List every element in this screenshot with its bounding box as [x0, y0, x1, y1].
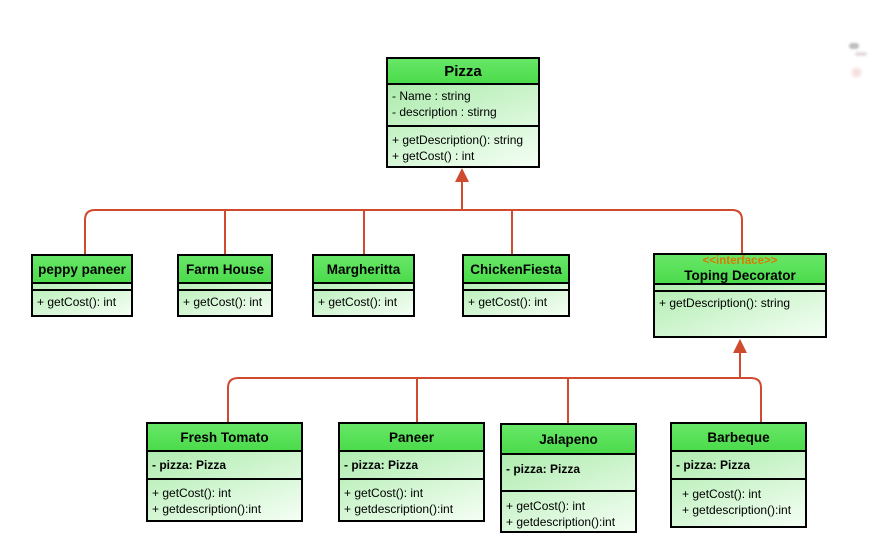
- class-box-jalapeno[interactable]: Jalapeno - pizza: Pizza + getCost(): int…: [500, 423, 637, 533]
- class-box-peppy-paneer[interactable]: peppy paneer + getCost(): int: [31, 254, 133, 317]
- class-header: <<interface>> Toping Decorator: [655, 255, 825, 285]
- class-name: ChickenFiesta: [470, 261, 562, 277]
- class-header: ChickenFiesta: [464, 256, 568, 284]
- connector-to-pizza: [84, 168, 743, 254]
- arrowhead-pizza: [455, 168, 469, 182]
- class-box-chickenfiesta[interactable]: ChickenFiesta + getCost(): int: [462, 254, 570, 317]
- class-name: Farm House: [185, 261, 265, 277]
- class-attributes: - pizza: Pizza: [672, 452, 805, 480]
- method: + getdescription():int: [152, 502, 262, 516]
- class-box-pizza[interactable]: Pizza - Name : string - description : st…: [386, 57, 540, 168]
- class-methods: + getCost(): int + getdescription():int: [340, 480, 483, 520]
- class-attributes: [33, 284, 131, 291]
- class-attributes: [655, 285, 825, 292]
- class-attributes: - pizza: Pizza: [340, 452, 483, 480]
- stereotype-label: <<interface>>: [702, 255, 778, 267]
- class-name: Margheritta: [326, 261, 401, 277]
- class-methods: + getCost(): int: [464, 291, 568, 315]
- method: + getCost(): int: [183, 295, 263, 309]
- class-name: Toping Decorator: [684, 268, 796, 283]
- class-box-paneer[interactable]: Paneer - pizza: Pizza + getCost(): int +…: [338, 422, 485, 522]
- class-header: Pizza: [388, 59, 538, 85]
- class-methods: + getDescription(): string + getCost() :…: [388, 127, 538, 166]
- class-box-farm-house[interactable]: Farm House + getCost(): int: [177, 254, 273, 317]
- class-name: Jalapeno: [539, 431, 598, 447]
- class-attributes: [179, 284, 271, 291]
- class-header: Margheritta: [314, 256, 413, 284]
- method: + getDescription(): string: [392, 133, 524, 147]
- attribute: - pizza: Pizza: [506, 462, 581, 476]
- connector-to-toping-decorator: [227, 339, 762, 423]
- method: + getCost(): int: [506, 499, 586, 513]
- class-methods: + getCost(): int: [179, 291, 271, 315]
- attribute: - pizza: Pizza: [676, 458, 751, 472]
- class-box-margheritta[interactable]: Margheritta + getCost(): int: [312, 254, 415, 317]
- attribute: - pizza: Pizza: [152, 458, 227, 472]
- attribute: - Name : string: [392, 89, 471, 103]
- class-methods: + getCost(): int + getdescription():int: [672, 480, 805, 526]
- method: + getCost(): int: [37, 295, 117, 309]
- class-attributes: - pizza: Pizza: [148, 452, 301, 480]
- class-attributes: - pizza: Pizza: [502, 455, 635, 492]
- class-name: peppy paneer: [38, 261, 126, 277]
- class-header: Barbeque: [672, 424, 805, 452]
- arrowhead-toping-decorator: [733, 339, 747, 353]
- class-methods: + getDescription(): string: [655, 292, 825, 336]
- class-name: Barbeque: [707, 429, 770, 445]
- attribute: - description : stirng: [392, 105, 497, 119]
- method: + getDescription(): string: [659, 296, 791, 310]
- class-name: Fresh Tomato: [180, 429, 269, 445]
- class-methods: + getCost(): int + getdescription():int: [502, 492, 635, 531]
- class-attributes: [314, 284, 413, 291]
- class-header: Fresh Tomato: [148, 424, 301, 452]
- attribute: - pizza: Pizza: [344, 458, 419, 472]
- method: + getdescription():int: [682, 503, 792, 517]
- class-header: Paneer: [340, 424, 483, 452]
- method: + getCost(): int: [318, 295, 398, 309]
- class-name: Paneer: [388, 429, 435, 445]
- class-attributes: - Name : string - description : stirng: [388, 85, 538, 127]
- method: + getCost(): int: [344, 486, 424, 500]
- class-box-barbeque[interactable]: Barbeque - pizza: Pizza + getCost(): int…: [670, 422, 807, 528]
- method: + getCost() : int: [392, 149, 475, 163]
- class-header: Farm House: [179, 256, 271, 284]
- class-header: Jalapeno: [502, 425, 635, 455]
- method: + getCost(): int: [152, 486, 232, 500]
- class-methods: + getCost(): int: [33, 291, 131, 315]
- class-methods: + getCost(): int + getdescription():int: [148, 480, 301, 520]
- class-methods: + getCost(): int: [314, 291, 413, 315]
- method: + getCost(): int: [468, 295, 548, 309]
- class-box-toping-decorator[interactable]: <<interface>> Toping Decorator + getDesc…: [653, 253, 827, 338]
- method: + getCost(): int: [682, 487, 762, 501]
- method: + getdescription():int: [344, 502, 454, 516]
- class-header: peppy paneer: [33, 256, 131, 284]
- method: + getdescription():int: [506, 515, 616, 529]
- class-name: Pizza: [444, 62, 482, 80]
- class-attributes: [464, 284, 568, 291]
- class-box-fresh-tomato[interactable]: Fresh Tomato - pizza: Pizza + getCost():…: [146, 422, 303, 522]
